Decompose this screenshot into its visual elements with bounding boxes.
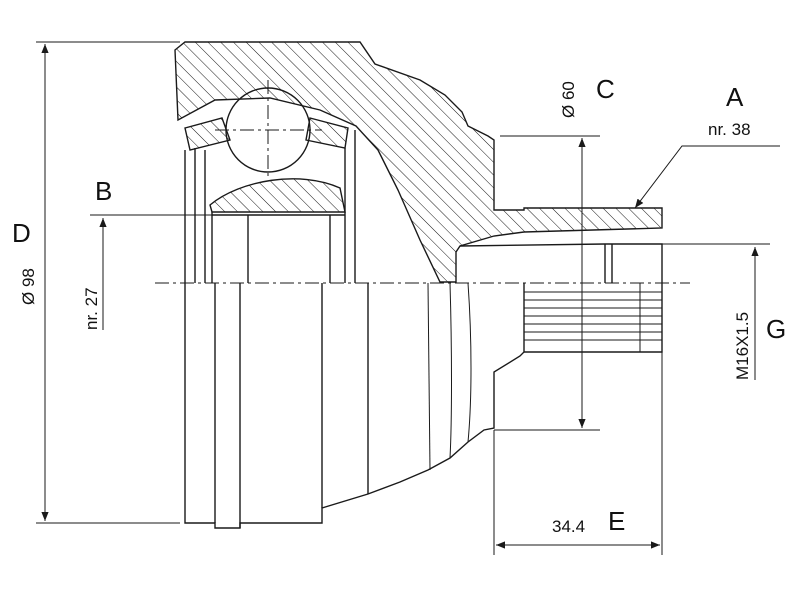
label-a: A <box>726 82 744 112</box>
dimension-c <box>494 135 600 431</box>
label-e-dim: 34.4 <box>552 517 585 536</box>
label-g-dim: M16X1.5 <box>733 312 752 380</box>
label-d-dim: Ø 98 <box>19 268 38 305</box>
label-b-note: nr. 27 <box>82 287 101 330</box>
label-a-note: nr. 38 <box>708 120 751 139</box>
label-c: C <box>596 74 615 104</box>
label-c-dim: Ø 60 <box>559 81 578 118</box>
stub-shaft <box>459 243 663 353</box>
dimension-g <box>662 243 770 380</box>
label-e: E <box>608 506 625 536</box>
dimension-d <box>36 41 180 524</box>
label-b: B <box>95 176 112 206</box>
dimension-b <box>90 214 212 330</box>
housing-outer-view <box>184 282 525 529</box>
label-g: G <box>766 314 786 344</box>
dimension-e <box>493 352 663 555</box>
housing-section <box>174 41 663 283</box>
dimension-a <box>634 145 780 209</box>
label-d: D <box>12 218 31 248</box>
